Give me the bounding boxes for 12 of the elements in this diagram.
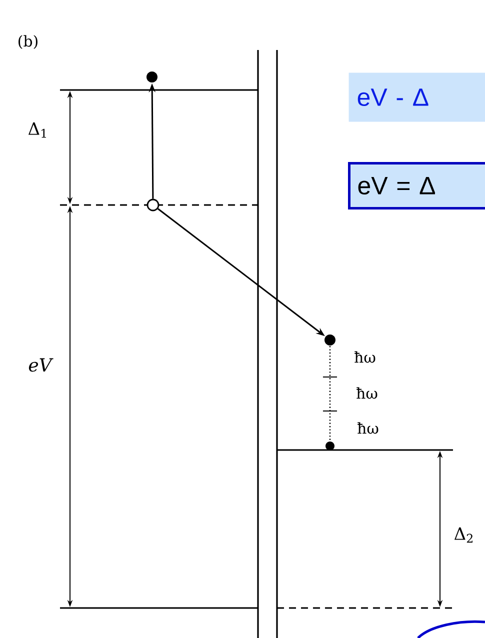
symbol-label: eV <box>28 358 54 372</box>
symbol-label: ħω <box>354 351 376 363</box>
symbol-label: ħω <box>358 422 378 434</box>
symbol-label: Δ$_{2}$ <box>454 527 472 543</box>
equation-box: eV = Δ <box>348 162 485 210</box>
particle-dot <box>146 72 158 82</box>
symbol-label: Δ$_{1}$ <box>28 122 46 138</box>
particle-dot <box>324 334 336 346</box>
particle-dot <box>146 198 160 212</box>
equation-box: eV - Δ <box>348 72 485 122</box>
panel-label: (b) <box>18 35 38 49</box>
symbol-label: ħω <box>356 387 378 399</box>
